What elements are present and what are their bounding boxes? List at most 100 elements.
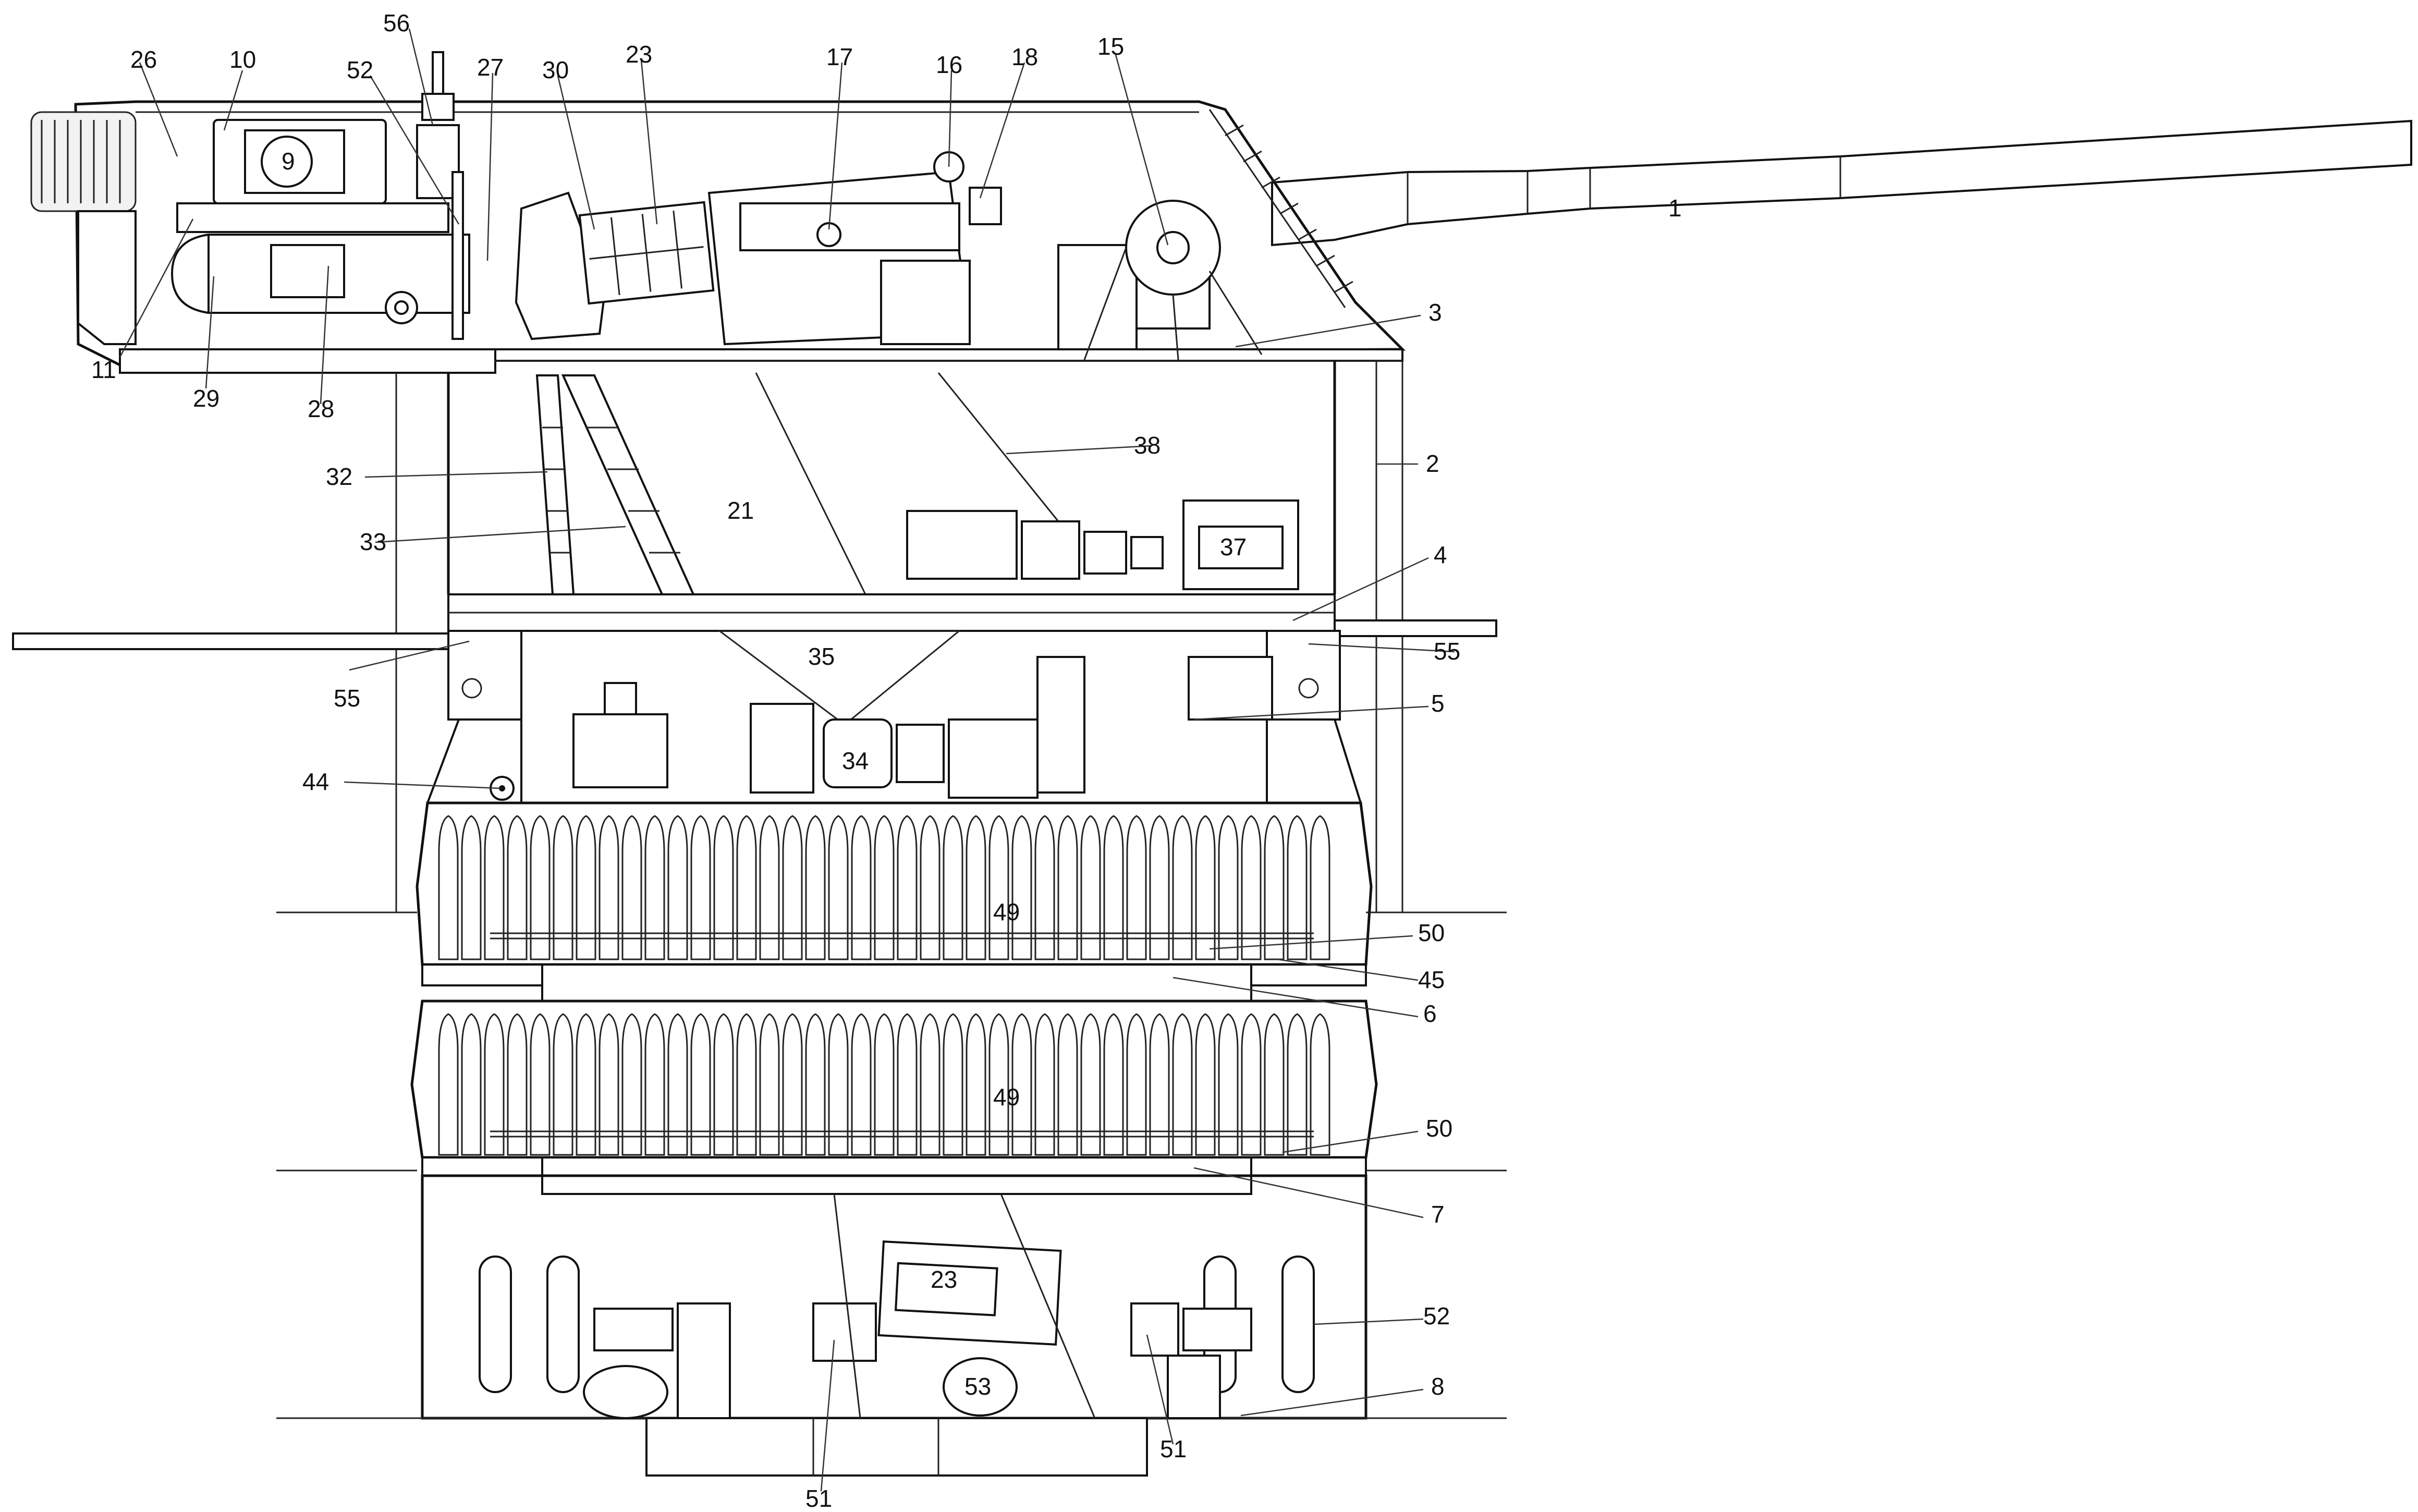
shell-upper bbox=[599, 815, 619, 960]
label-17: 17 bbox=[826, 43, 853, 70]
shell-lower bbox=[736, 1013, 757, 1156]
label-16: 16 bbox=[936, 51, 962, 78]
shell-lower bbox=[1149, 1013, 1170, 1156]
shell-lower bbox=[1287, 1013, 1308, 1156]
shell-lower bbox=[530, 1013, 551, 1156]
label-32: 32 bbox=[326, 463, 352, 490]
shell-lower bbox=[713, 1013, 734, 1156]
working-chamber bbox=[395, 361, 1403, 912]
shell-upper bbox=[736, 815, 757, 960]
shell-upper bbox=[1057, 815, 1078, 960]
label-55-right: 55 bbox=[1434, 638, 1460, 665]
shell-lower bbox=[553, 1013, 573, 1156]
label-44: 44 bbox=[302, 768, 329, 795]
shell-lower bbox=[988, 1013, 1009, 1156]
shell-upper bbox=[530, 815, 551, 960]
label-30: 30 bbox=[542, 56, 569, 83]
label-55-left: 55 bbox=[334, 685, 360, 712]
lower-shell-room bbox=[276, 999, 1507, 1195]
shell-lower bbox=[782, 1013, 803, 1156]
shell-lower bbox=[644, 1013, 665, 1156]
shell-lower bbox=[1011, 1013, 1032, 1156]
shell-upper bbox=[621, 815, 642, 960]
label-50-upper: 50 bbox=[1418, 919, 1445, 946]
shell-upper bbox=[1172, 815, 1193, 960]
shell-upper bbox=[897, 815, 918, 960]
shell-lower bbox=[438, 1013, 459, 1156]
shell-lower bbox=[851, 1013, 872, 1156]
label-38: 38 bbox=[1134, 432, 1161, 459]
shell-upper bbox=[713, 815, 734, 960]
shell-lower bbox=[484, 1013, 505, 1156]
shell-upper bbox=[920, 815, 941, 960]
shell-lower bbox=[920, 1013, 941, 1156]
shell-upper bbox=[966, 815, 986, 960]
label-9: 9 bbox=[282, 148, 295, 175]
label-52-lower: 52 bbox=[1423, 1302, 1450, 1330]
label-51-left: 51 bbox=[805, 1485, 832, 1512]
shell-lower bbox=[1034, 1013, 1055, 1156]
shell-upper bbox=[1195, 815, 1216, 960]
label-23-lower: 23 bbox=[931, 1266, 957, 1293]
shell-lower bbox=[1264, 1013, 1285, 1156]
shell-upper bbox=[507, 815, 528, 960]
label-53: 53 bbox=[964, 1373, 991, 1400]
shell-lower bbox=[690, 1013, 711, 1156]
label-23-upper: 23 bbox=[626, 41, 652, 68]
shell-upper bbox=[1310, 815, 1330, 960]
shell-upper bbox=[576, 815, 596, 960]
shell-upper bbox=[1264, 815, 1285, 960]
shell-upper bbox=[759, 815, 780, 960]
shell-lower bbox=[1103, 1013, 1124, 1156]
shell-upper bbox=[828, 815, 849, 960]
label-37: 37 bbox=[1220, 533, 1247, 560]
leader-lines bbox=[119, 28, 1455, 1492]
shell-upper bbox=[1241, 815, 1262, 960]
shell-lower bbox=[943, 1013, 963, 1156]
label-49-lower: 49 bbox=[993, 1083, 1020, 1111]
shell-lower bbox=[507, 1013, 528, 1156]
label-27: 27 bbox=[477, 54, 504, 81]
label-45: 45 bbox=[1418, 966, 1445, 993]
shell-upper bbox=[1034, 815, 1055, 960]
shell-upper bbox=[1011, 815, 1032, 960]
shell-upper bbox=[1149, 815, 1170, 960]
label-8: 8 bbox=[1431, 1373, 1445, 1400]
shell-lower bbox=[897, 1013, 918, 1156]
label-52-upper: 52 bbox=[347, 56, 373, 83]
label-11: 11 bbox=[91, 356, 116, 383]
label-26: 26 bbox=[130, 46, 157, 73]
label-21: 21 bbox=[727, 497, 754, 524]
roller-path bbox=[12, 619, 1497, 804]
shell-upper bbox=[1103, 815, 1124, 960]
label-33: 33 bbox=[360, 528, 386, 555]
shell-lower bbox=[1080, 1013, 1101, 1156]
label-3: 3 bbox=[1428, 299, 1442, 326]
shell-upper bbox=[690, 815, 711, 960]
label-2: 2 bbox=[1426, 450, 1439, 477]
shell-upper bbox=[553, 815, 573, 960]
label-51-right: 51 bbox=[1160, 1435, 1187, 1462]
rear-machinery bbox=[170, 51, 470, 340]
shell-lower bbox=[1310, 1013, 1330, 1156]
label-4: 4 bbox=[1434, 541, 1447, 568]
shell-lower bbox=[1195, 1013, 1216, 1156]
label-49-upper: 49 bbox=[993, 898, 1020, 925]
label-34: 34 bbox=[842, 747, 869, 774]
label-6: 6 bbox=[1423, 1000, 1437, 1027]
shell-upper bbox=[782, 815, 803, 960]
label-29: 29 bbox=[193, 385, 219, 412]
shell-upper bbox=[1080, 815, 1101, 960]
label-1: 1 bbox=[1668, 194, 1682, 222]
breech-and-loader bbox=[515, 151, 1263, 360]
gunhouse bbox=[30, 100, 1406, 374]
shell-lower bbox=[1241, 1013, 1262, 1156]
callout-labels: 1 2 3 4 5 6 7 8 9 10 11 15 16 17 18 21 2… bbox=[91, 9, 1682, 1512]
shell-upper bbox=[484, 815, 505, 960]
shell-lower bbox=[461, 1013, 482, 1156]
label-7: 7 bbox=[1431, 1201, 1445, 1228]
label-18: 18 bbox=[1011, 43, 1038, 70]
shell-upper bbox=[1126, 815, 1147, 960]
